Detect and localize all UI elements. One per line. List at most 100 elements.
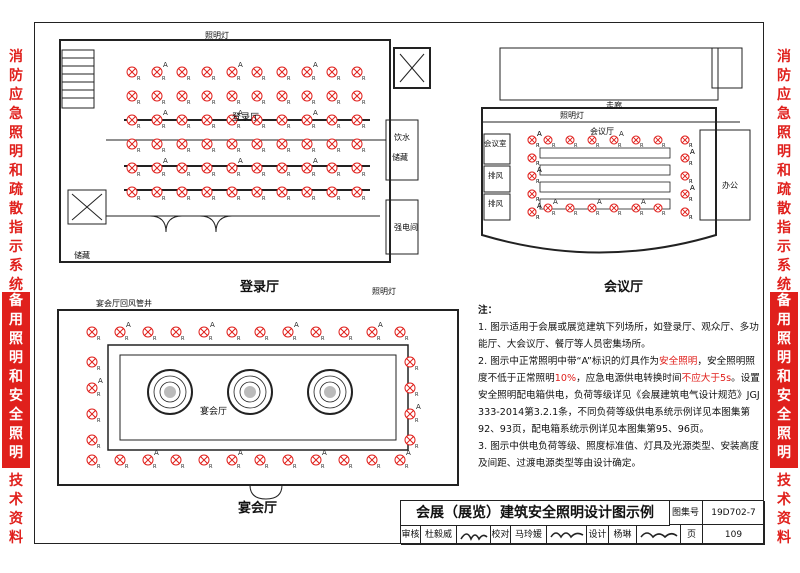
light-fixture-cross xyxy=(340,456,348,464)
side-char: 照 xyxy=(9,331,23,347)
light-fixture-cross xyxy=(353,140,361,148)
designer-signature xyxy=(637,525,681,545)
light-fixture-cross xyxy=(88,456,96,464)
light-fixture-cross xyxy=(128,164,136,172)
lamp-r-tag: R xyxy=(312,196,316,202)
storage-label-1: 储藏 xyxy=(74,251,90,260)
lamp-tag: A xyxy=(619,130,624,138)
light-fixture-cross xyxy=(312,328,320,336)
lamp-r-tag: R xyxy=(125,336,129,342)
lamp-r-tag: R xyxy=(337,148,341,154)
light-fixture-cross xyxy=(632,204,640,212)
lamp-r-tag: R xyxy=(337,100,341,106)
registration-hall-plan xyxy=(59,39,431,263)
light-fixture-cross xyxy=(528,136,536,144)
note-2-highlight: 10% xyxy=(554,373,577,384)
light-fixture-cross xyxy=(228,456,236,464)
side-char: 系 xyxy=(9,258,23,274)
chandelier-icon xyxy=(319,381,341,403)
side-char: 资 xyxy=(9,511,23,527)
light-fixture-cross xyxy=(681,154,689,162)
lamp-r-tag: R xyxy=(287,148,291,154)
lamp-r-tag: R xyxy=(237,336,241,342)
note-1: 1. 图示适用于会展或展览建筑下列场所，如登录厅、观众厅、多功能厅、大会议厅、餐… xyxy=(478,322,759,350)
side-char: 照 xyxy=(777,426,791,442)
lamp-tag: A xyxy=(313,157,318,165)
lamp-r-tag: R xyxy=(293,464,297,470)
lamp-tag: A xyxy=(98,377,103,385)
light-fixture-cross xyxy=(278,116,286,124)
meeting-hall-plan xyxy=(481,47,751,254)
light-fixture-cross xyxy=(153,68,161,76)
designer-name: 杨琳 xyxy=(609,525,637,545)
light-fixture-cross xyxy=(528,190,536,198)
light-fixture-cross xyxy=(328,188,336,196)
lamp-tag: A xyxy=(537,166,542,174)
drawing-frame xyxy=(34,22,764,544)
light-fixture-cross xyxy=(116,328,124,336)
lamp-tag: A xyxy=(294,321,299,329)
side-char: 照 xyxy=(777,125,791,141)
lamp-tag: A xyxy=(690,148,695,156)
lamp-r-tag: R xyxy=(574,211,578,217)
meeting-hall-label: 会议厅 xyxy=(590,127,614,136)
lamp-r-tag: R xyxy=(362,172,366,178)
light-fixture-cross xyxy=(610,136,618,144)
lamp-r-tag: R xyxy=(137,172,141,178)
note-2-highlight: 安全照明 xyxy=(659,356,698,367)
note-2-part: 2. 图示中正常照明中带“A”标识的灯具作为 xyxy=(478,356,660,367)
side-char: 统 xyxy=(9,277,23,293)
side-label-standby-right: 备用照明和安全照明 xyxy=(770,292,798,468)
meeting-lamp-label: 照明灯 xyxy=(560,111,584,120)
lamp-r-tag: R xyxy=(536,197,540,203)
light-fixture-cross xyxy=(172,456,180,464)
lamp-r-tag: R xyxy=(265,464,269,470)
side-char: 和 xyxy=(9,369,23,385)
light-fixture-cross xyxy=(396,328,404,336)
light-fixture-cross xyxy=(178,68,186,76)
light-fixture-cross xyxy=(228,328,236,336)
lamp-r-tag: R xyxy=(312,148,316,154)
design-label: 设计 xyxy=(587,525,609,545)
lamp-r-tag: R xyxy=(153,464,157,470)
side-char: 和 xyxy=(9,163,23,179)
lamp-r-tag: R xyxy=(187,124,191,130)
light-fixture-cross xyxy=(178,116,186,124)
lamp-r-tag: R xyxy=(181,336,185,342)
lamp-r-tag: R xyxy=(362,196,366,202)
lamp-r-tag: R xyxy=(237,76,241,82)
light-fixture-cross xyxy=(544,136,552,144)
checker-signature xyxy=(547,525,587,545)
light-fixture-cross xyxy=(303,92,311,100)
side-char: 备 xyxy=(777,293,791,309)
light-fixture-cross xyxy=(681,172,689,180)
lamp-r-tag: R xyxy=(265,336,269,342)
side-char: 技 xyxy=(777,473,791,489)
light-fixture-cross xyxy=(200,456,208,464)
lamp-r-tag: R xyxy=(689,215,693,221)
lamp-r-tag: R xyxy=(536,197,540,203)
light-fixture-cross xyxy=(406,358,414,366)
caption-registration: 登录厅 xyxy=(240,280,280,295)
side-char: 指 xyxy=(777,220,791,236)
lamp-r-tag: R xyxy=(536,215,540,221)
lamp-r-tag: R xyxy=(337,196,341,202)
lamp-r-tag: R xyxy=(596,211,600,217)
lamp-r-tag: R xyxy=(552,211,556,217)
side-char: 统 xyxy=(777,277,791,293)
lamp-r-tag: R xyxy=(181,464,185,470)
lamp-r-tag: R xyxy=(237,196,241,202)
lamp-r-tag: R xyxy=(689,197,693,203)
lamp-r-tag: R xyxy=(337,76,341,82)
note-2-part: ，应急电源供电转换时间 xyxy=(576,373,682,384)
lamp-r-tag: R xyxy=(137,148,141,154)
lamp-r-tag: R xyxy=(137,76,141,82)
lamp-r-tag: R xyxy=(536,215,540,221)
lamp-r-tag: R xyxy=(536,161,540,167)
side-char: 全 xyxy=(777,407,791,423)
lamp-r-tag: R xyxy=(97,418,101,424)
light-fixture-cross xyxy=(153,92,161,100)
side-char: 消 xyxy=(777,49,791,65)
lamp-tag: A xyxy=(406,449,411,457)
